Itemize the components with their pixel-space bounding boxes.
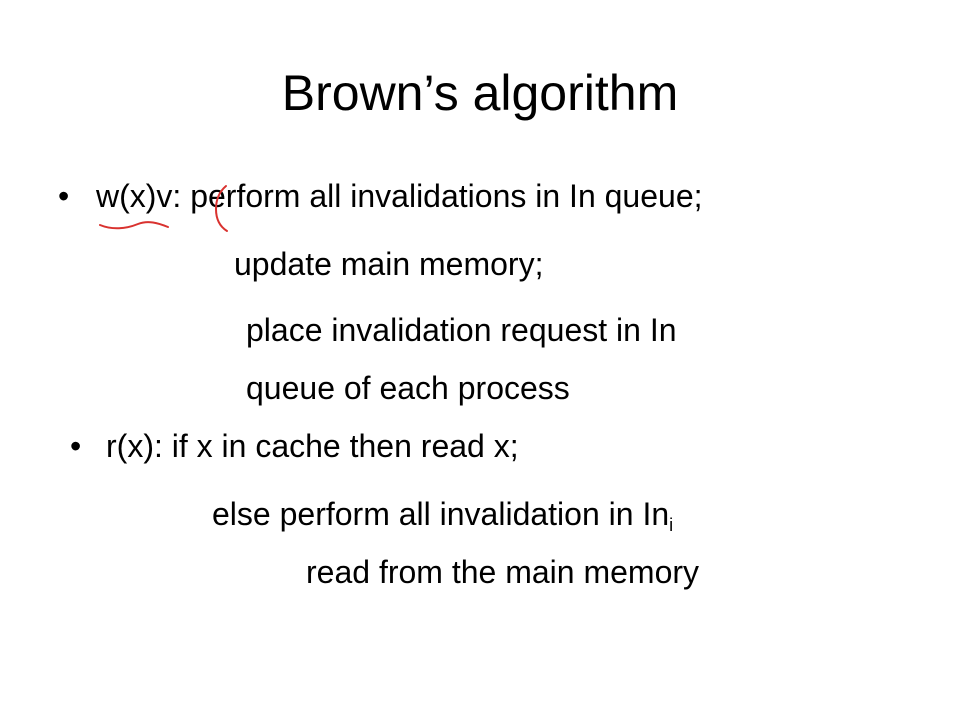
write-rule-line-1: w(x)v: perform all invalidations in In q… [96,178,703,214]
write-rule-line-2: update main memory; [234,246,544,282]
read-rule-line-2-main: else perform all invalidation in In [212,496,670,532]
bullet-read: • [70,428,82,464]
write-rule-line-4: queue of each process [246,370,570,406]
bullet-write: • [58,178,70,214]
write-rule-line-3: place invalidation request in In [246,312,677,348]
pen-bracket-stroke [214,185,228,232]
read-rule-line-1: r(x): if x in cache then read x; [106,428,519,464]
slide-title: Brown’s algorithm [281,65,679,121]
read-rule-line-2: else perform all invalidation in Ini [212,494,673,545]
read-rule-line-3: read from the main memory [306,554,700,590]
read-rule-line-2-subscript: i [669,515,674,535]
pen-underline-stroke [99,221,169,230]
